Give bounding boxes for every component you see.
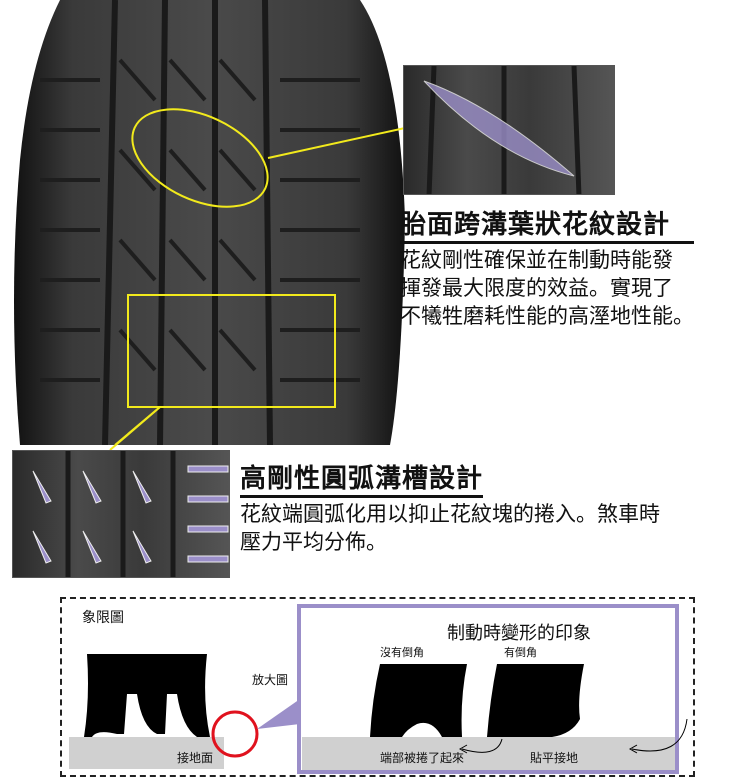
feature2-line: 壓力平均分佈。 — [240, 530, 387, 554]
feature1-line: 不犧牲磨耗性能的高溼地性能。 — [400, 304, 694, 328]
feature1-title: 胎面跨溝葉狀花紋設計 — [400, 204, 694, 244]
flat-contact-label: 貼平接地 — [530, 751, 579, 765]
tire-tread-photo — [0, 0, 420, 445]
deformation-diagram: 象限圖 放大圖 接地面 制動時變形的印象 沒有倒角 有倒角 端部被捲了起來 貼平… — [60, 597, 695, 777]
diagram-title: 制動時變形的印象 — [447, 623, 591, 644]
feature2-title: 高剛性圓弧溝槽設計 — [240, 458, 484, 498]
feature2-block: 高剛性圓弧溝槽設計 花紋端圓弧化用以抑止花紋塊的捲入。煞車時 壓力平均分佈。 — [240, 458, 660, 556]
chamfer-label: 有倒角 — [504, 646, 537, 659]
feature1-line: 揮發最大限度的效益。實現了 — [400, 276, 673, 300]
diagram-graphics — [69, 604, 688, 774]
no-chamfer-label: 沒有倒角 — [380, 646, 424, 659]
connector-line — [109, 406, 161, 451]
zoom-label: 放大圖 — [252, 673, 289, 687]
schematic-label: 象限圖 — [82, 610, 124, 626]
ground-label: 接地面 — [177, 751, 214, 765]
leaf-pattern-inset — [403, 65, 615, 195]
groove-inset — [12, 450, 230, 578]
curl-label: 端部被捲了起來 — [380, 751, 465, 765]
feature1-line: 花紋剛性確保並在制動時能發 — [400, 248, 673, 272]
feature1-block: 胎面跨溝葉狀花紋設計 花紋剛性確保並在制動時能發 揮發最大限度的效益。實現了 不… — [400, 204, 694, 330]
feature2-line: 花紋端圓弧化用以抑止花紋塊的捲入。煞車時 — [240, 502, 660, 526]
